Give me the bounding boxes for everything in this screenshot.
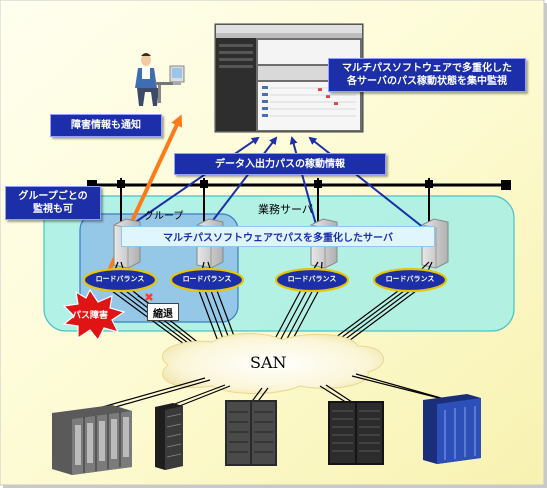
load-balancer-label-3: ロードバランス <box>287 275 337 283</box>
group-monitor-callout: グループごとの 監視も可 <box>5 186 101 220</box>
multipath-servers-banner: マルチパスソフトウェアでパスを多重化したサーバ <box>121 226 435 247</box>
failure-notify-label: 障害情報も通知 <box>71 120 141 131</box>
io-path-info-label: データ入出力パスの稼動情報 <box>215 158 345 170</box>
page-shadow <box>544 3 547 488</box>
load-balancer-ovals <box>82 267 448 293</box>
load-balancer-label-1: ロードバランス <box>95 275 145 283</box>
business-servers-label: 業務サーバ <box>258 203 313 216</box>
load-balancer-label-2: ロードバランス <box>182 275 232 283</box>
load-balancer-label-4: ロードバランス <box>385 275 435 283</box>
group-label: グループ <box>144 211 184 222</box>
san-label: SAN <box>250 353 287 372</box>
failure-notify-callout: 障害情報も通知 <box>50 114 162 137</box>
failure-notify-arrow <box>98 114 183 291</box>
degrade-label: 縮退 <box>147 303 179 321</box>
path-failure-label: パス障害 <box>72 311 109 321</box>
storage-array-icon <box>52 394 481 475</box>
io-path-info-callout: データ入出力パスの稼動情報 <box>174 153 386 175</box>
operator-at-desk-icon <box>135 53 185 106</box>
path-failure-burst <box>62 288 126 342</box>
group-monitor-line1: グループごとの <box>18 191 88 202</box>
monitor-callout-line2: 各サーバのパス稼動状態を集中監視 <box>347 76 507 87</box>
group-monitor-line2: 監視も可 <box>33 204 73 215</box>
monitor-callout: マルチパスソフトウェアで多重化した 各サーバのパス稼動状態を集中監視 <box>328 58 526 92</box>
path-failure-x-icon <box>145 293 153 301</box>
multipath-servers-label: マルチパスソフトウェアでパスを多重化したサーバ <box>163 233 393 244</box>
monitor-callout-line1: マルチパスソフトウェアで多重化した <box>342 63 512 74</box>
degrade-text: 縮退 <box>153 308 173 320</box>
